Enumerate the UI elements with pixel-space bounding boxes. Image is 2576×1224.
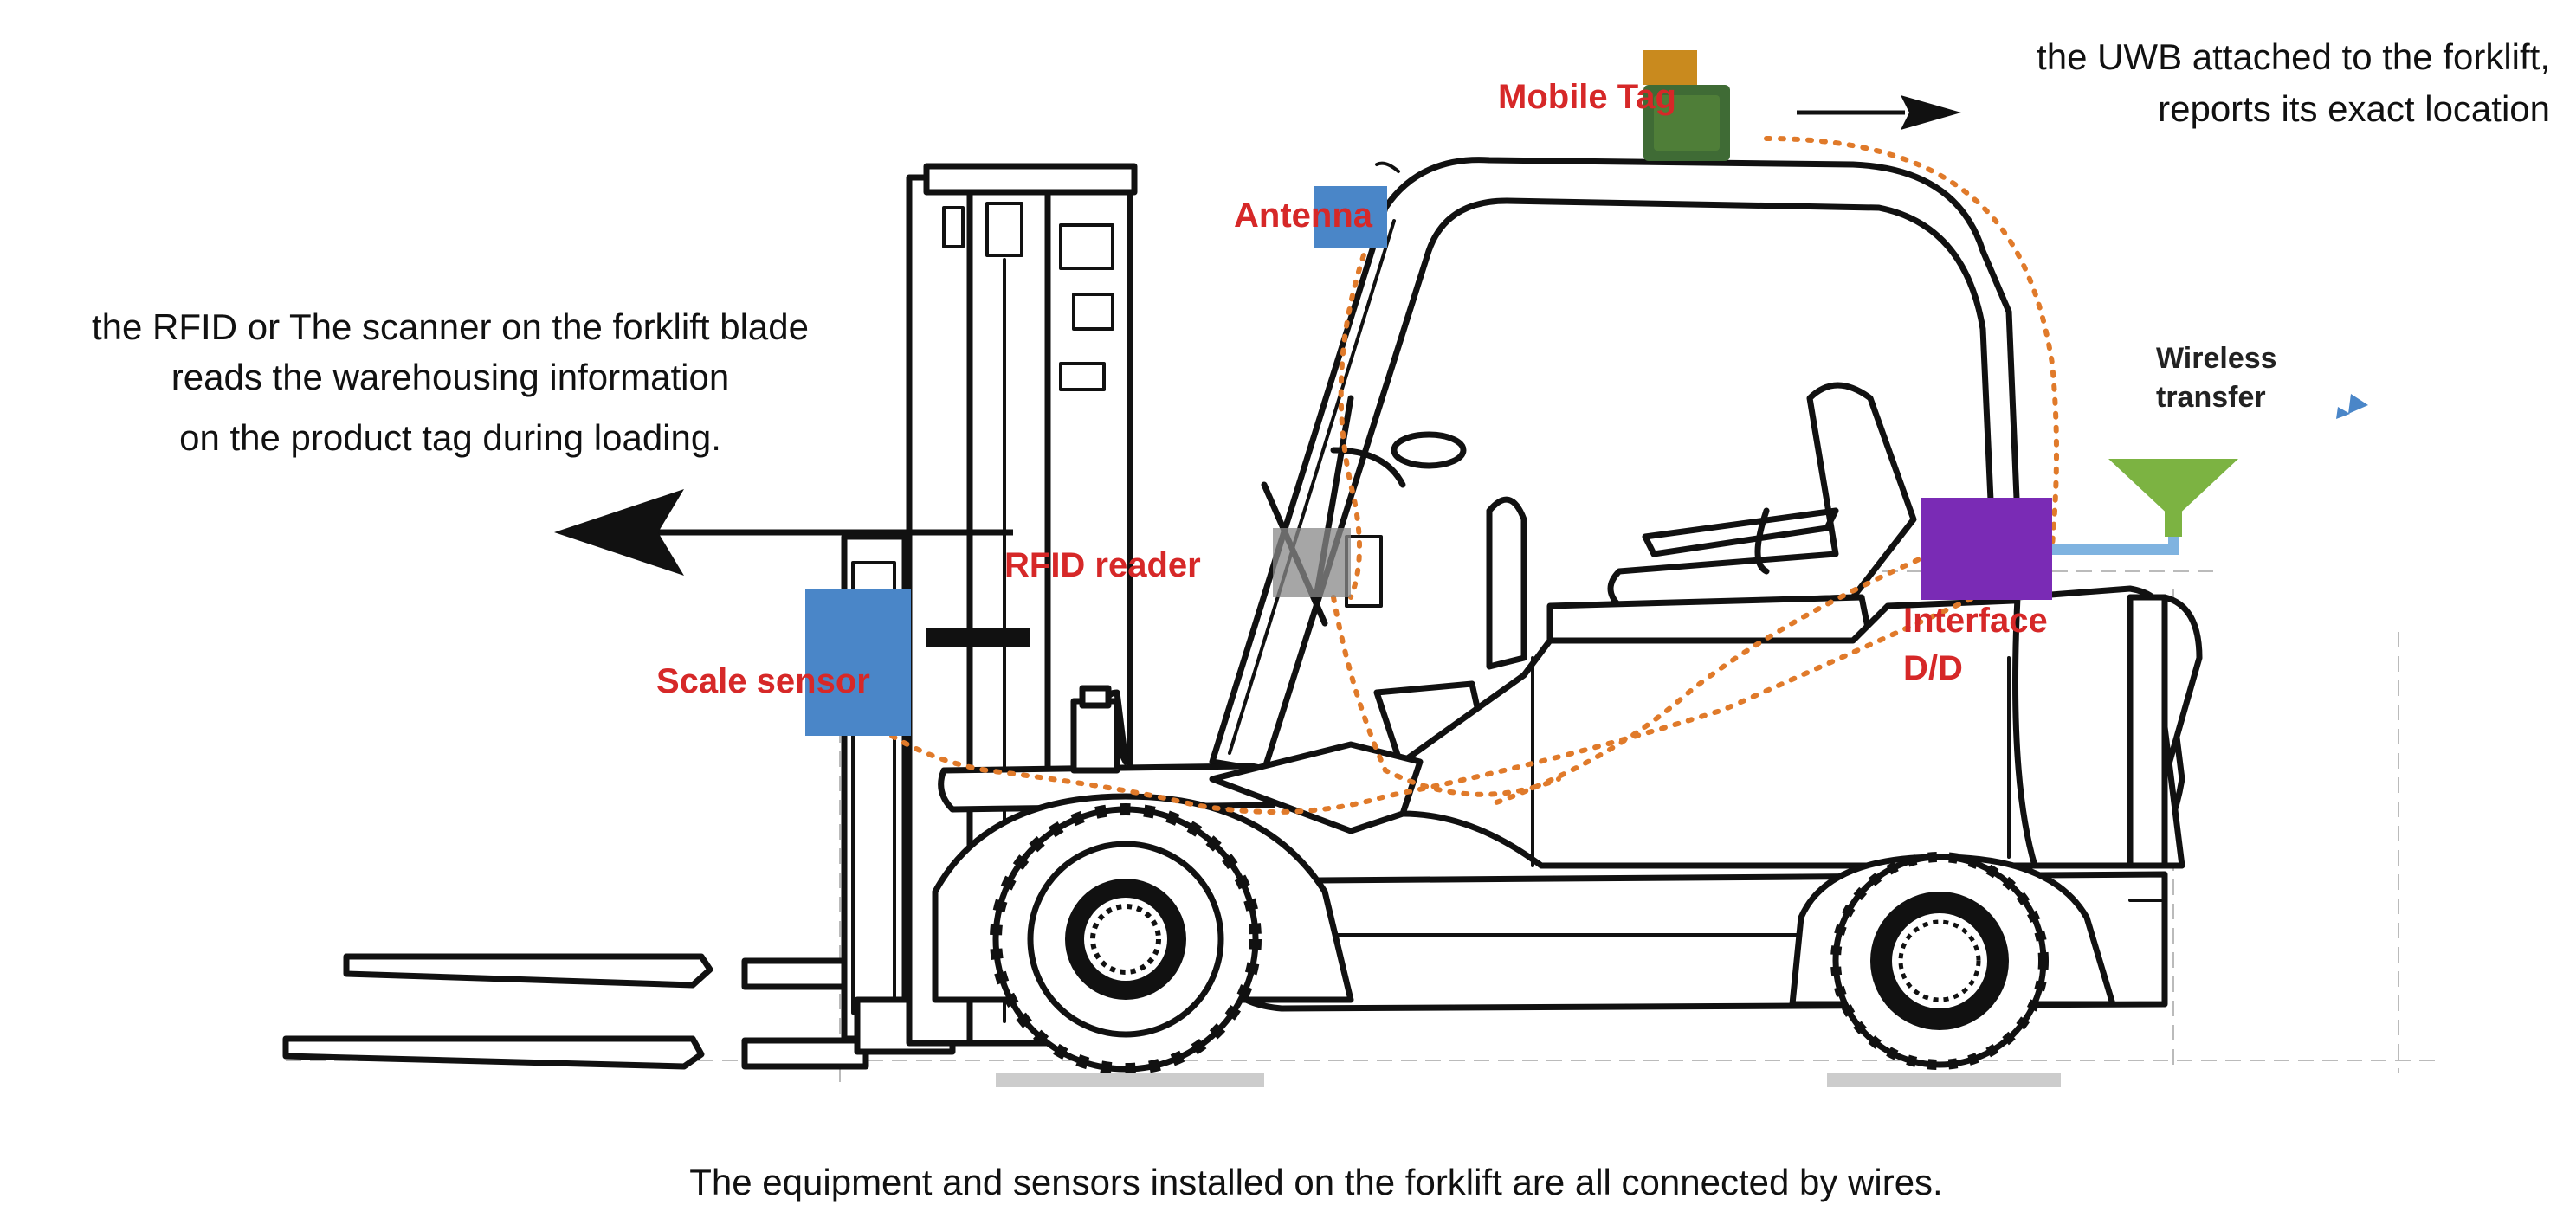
interface-device (1921, 498, 2052, 600)
wireless-label-line1: Wireless (2156, 342, 2277, 375)
rfid-reader-label: RFID reader (1004, 546, 1201, 584)
uwb-note-line2: reports its exact location (2158, 88, 2550, 129)
operator-seat (1546, 382, 1917, 653)
forklift-body (938, 593, 2203, 869)
rear-wheel (1789, 852, 2116, 1087)
scale-sensor-label: Scale sensor (656, 662, 870, 700)
antenna-label: Antenna (1234, 196, 1373, 235)
wire-tag-to-interface (1764, 136, 2059, 548)
connection-wires (889, 136, 2059, 815)
forklift-forks (282, 953, 869, 1070)
interface-label: Interface (1903, 602, 2048, 640)
funnel-antenna-icon (2108, 459, 2238, 519)
wire-antenna-to-rfid (1338, 240, 1371, 600)
rfid-note-line3: on the product tag during loading. (179, 417, 721, 458)
mobile-tag-label: Mobile Tag (1498, 78, 1676, 116)
antenna-device (1314, 186, 1387, 248)
wireless-transfer-unit (2052, 394, 2368, 555)
uwb-note-line1: the UWB attached to the forklift, (2037, 36, 2550, 77)
interface-sub-label: D/D (1903, 649, 1963, 687)
wire-interface-loop (1487, 551, 1934, 808)
rfid-note-line1: the RFID or The scanner on the forklift … (92, 306, 809, 347)
dashboard-panel (1373, 496, 1527, 774)
uwb-arrow (1797, 95, 1961, 130)
read-direction-arrow (554, 489, 1013, 576)
wire-scale-to-body (889, 595, 1977, 815)
mobile-tag-device (1643, 50, 1730, 161)
rfid-reader-device (1273, 528, 1351, 597)
wire-rfid-to-body (1331, 595, 1561, 797)
counterweight (2012, 585, 2185, 869)
wireless-label-line2: transfer (2156, 381, 2266, 414)
diagram-caption: The equipment and sensors installed on t… (689, 1162, 1942, 1202)
front-wheel (932, 793, 1354, 1087)
rfid-note-line2: reads the warehousing information (171, 357, 729, 397)
scale-sensor-device (805, 589, 911, 736)
